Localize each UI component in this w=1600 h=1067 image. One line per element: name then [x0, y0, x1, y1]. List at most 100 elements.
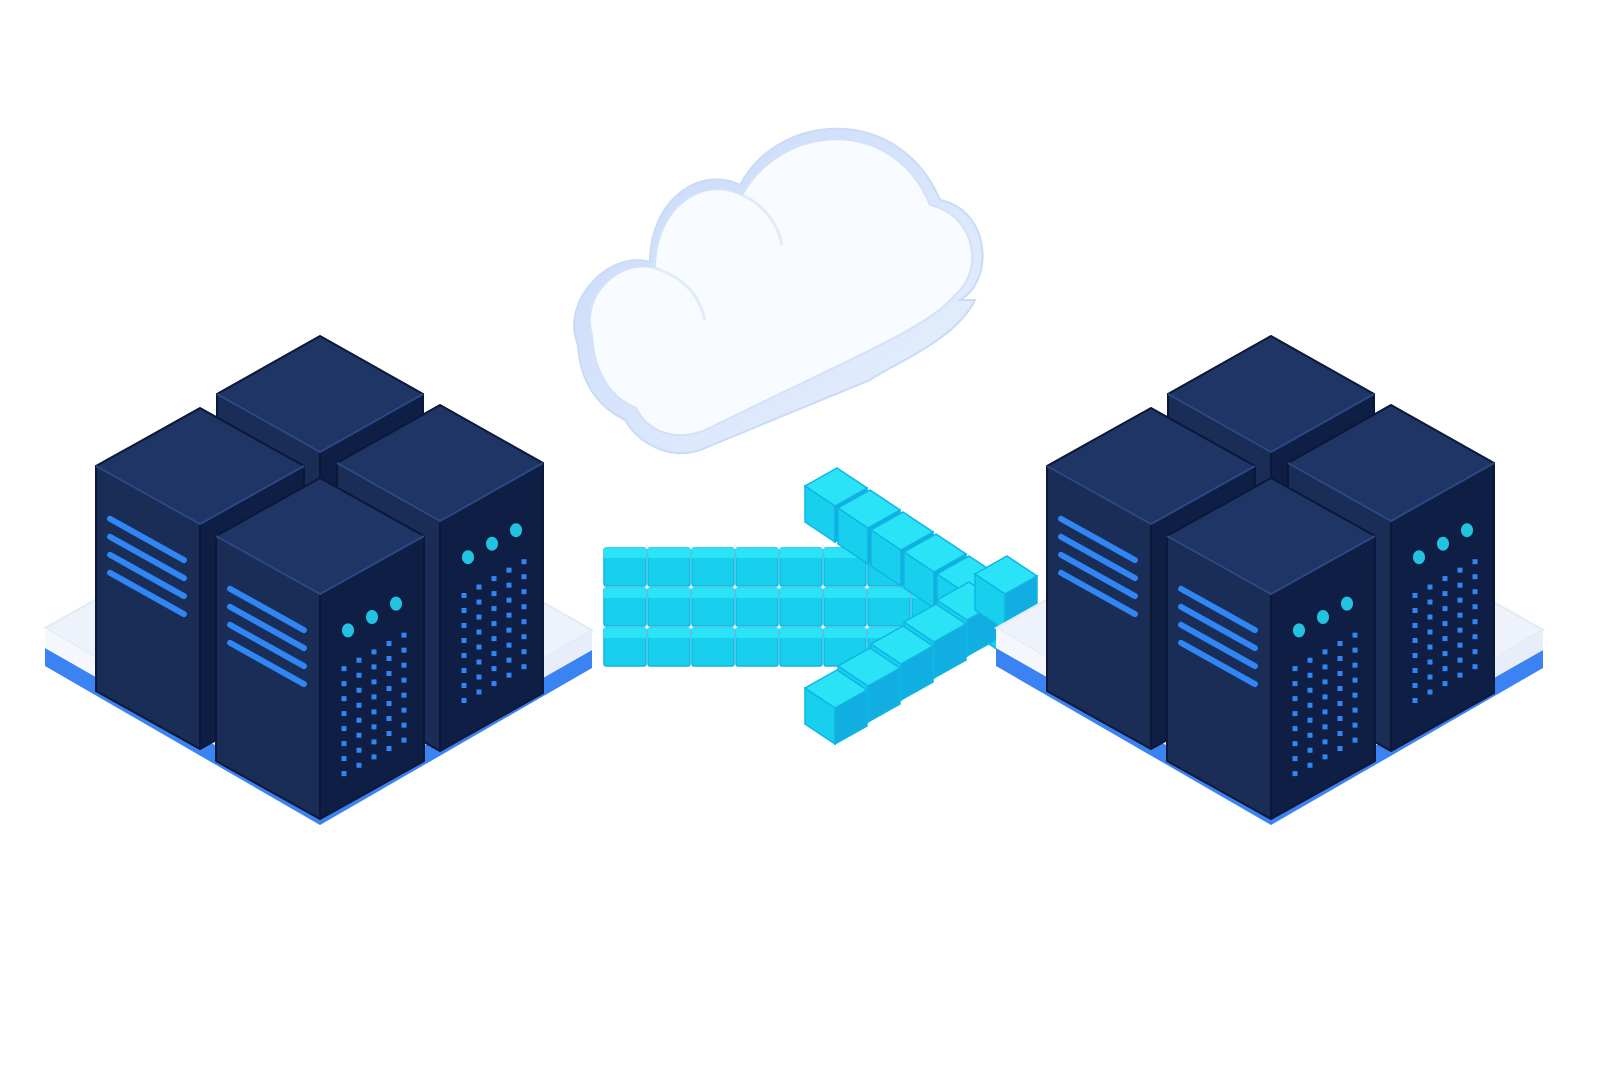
status-led-icon [366, 610, 378, 624]
status-led-icon [1413, 550, 1425, 565]
vent-dot [476, 644, 482, 650]
vent-dot [476, 689, 482, 695]
vent-dot [401, 632, 407, 638]
vent-dot [491, 576, 497, 582]
vent-dot [341, 681, 347, 687]
vent-dot [1442, 666, 1448, 672]
status-led-icon [1317, 610, 1329, 624]
vent-dot [341, 741, 347, 747]
vent-dot [1337, 731, 1343, 737]
vent-dot [386, 641, 392, 647]
status-led-icon [1293, 623, 1305, 638]
vent-dot [1442, 651, 1448, 657]
vent-dot [1322, 694, 1328, 700]
vent-dot [356, 747, 362, 753]
vent-stripe [107, 515, 187, 564]
vent-dot [1457, 567, 1463, 573]
vent-dot [461, 592, 467, 598]
vent-dot [401, 707, 407, 713]
server-rack-icon [1166, 477, 1376, 820]
vent-dot [401, 692, 407, 698]
vent-dot [1457, 582, 1463, 588]
vent-dot [341, 756, 347, 762]
vent-dot [1322, 679, 1328, 685]
vent-dot [1472, 619, 1478, 625]
vent-stripe [107, 569, 187, 618]
vent-dot [506, 612, 512, 618]
vent-dot [491, 636, 497, 642]
vent-dot [401, 737, 407, 743]
vent-dot [1337, 671, 1343, 677]
vent-dot [506, 657, 512, 663]
status-led-icon [1437, 536, 1449, 551]
vent-dot [1352, 707, 1358, 713]
vent-dot [371, 709, 377, 715]
vent-dot [1307, 687, 1313, 693]
vent-dot [356, 762, 362, 768]
vent-dot [1427, 659, 1433, 665]
vent-dot [356, 732, 362, 738]
vent-dot [1442, 681, 1448, 687]
vent-dot [1352, 677, 1358, 683]
vent-dot [1352, 632, 1358, 638]
vent-dot [371, 649, 377, 655]
vent-dot [1457, 672, 1463, 678]
vent-dot [521, 664, 527, 670]
vent-dot [1457, 657, 1463, 663]
vent-dot [521, 574, 527, 580]
vent-dot [341, 771, 347, 777]
vent-dot [491, 681, 497, 687]
vent-dot [491, 666, 497, 672]
vent-dot [1307, 747, 1313, 753]
vent-dot [1412, 652, 1418, 658]
vent-dot [1292, 741, 1298, 747]
vent-dot [506, 672, 512, 678]
vent-dot [386, 686, 392, 692]
vent-dot [1322, 649, 1328, 655]
status-led-icon [342, 623, 354, 638]
vent-dot [1442, 636, 1448, 642]
vent-dot [1322, 664, 1328, 670]
vent-dot [1292, 756, 1298, 762]
vent-dot [1307, 717, 1313, 723]
vent-dot [1337, 701, 1343, 707]
vent-dot [386, 716, 392, 722]
vent-dot [371, 724, 377, 730]
vent-stripe [1058, 533, 1138, 582]
vent-dot [1307, 732, 1313, 738]
vent-dot [1427, 599, 1433, 605]
vent-dot [1352, 662, 1358, 668]
vent-dot [1472, 604, 1478, 610]
vent-dot [1442, 576, 1448, 582]
vent-dot [1472, 574, 1478, 580]
transfer-arrow-icon [603, 467, 1039, 746]
vent-dot [461, 637, 467, 643]
vent-dot [1307, 762, 1313, 768]
vent-dot [386, 671, 392, 677]
vent-dot [371, 664, 377, 670]
vent-dot [476, 614, 482, 620]
vent-dot [1337, 746, 1343, 752]
vent-dot [1412, 667, 1418, 673]
vent-dot [521, 634, 527, 640]
vent-dot [1337, 686, 1343, 692]
vent-dot [521, 589, 527, 595]
vent-dot [386, 746, 392, 752]
vent-dot [1412, 607, 1418, 613]
vent-dot [1427, 629, 1433, 635]
vent-dot [1292, 696, 1298, 702]
vent-dot [1472, 664, 1478, 670]
vent-dot [1307, 657, 1313, 663]
vent-dot [401, 677, 407, 683]
vent-dot [506, 642, 512, 648]
status-led-icon [462, 550, 474, 565]
vent-dot [476, 599, 482, 605]
vent-dot [491, 651, 497, 657]
destination-server-cluster [993, 335, 1546, 825]
vent-dot [1442, 606, 1448, 612]
vent-dot [1322, 739, 1328, 745]
vent-dot [1292, 666, 1298, 672]
status-led-icon [510, 523, 522, 538]
vent-dot [1427, 674, 1433, 680]
